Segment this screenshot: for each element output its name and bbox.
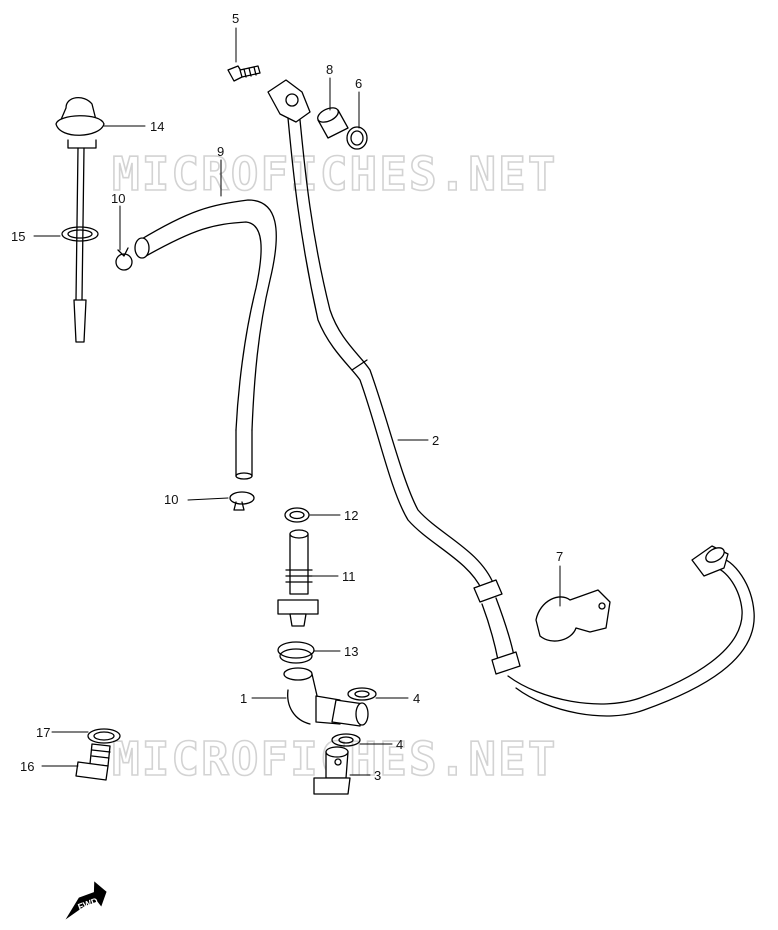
callout-17: 17 bbox=[36, 725, 50, 740]
callout-7: 7 bbox=[556, 549, 563, 564]
callout-16: 16 bbox=[20, 759, 34, 774]
part-14-dipstick bbox=[55, 97, 105, 343]
callout-10-upper: 10 bbox=[111, 191, 125, 206]
callout-3: 3 bbox=[374, 768, 381, 783]
part-15-o-ring bbox=[61, 226, 99, 242]
callout-8: 8 bbox=[326, 62, 333, 77]
callout-12: 12 bbox=[344, 508, 358, 523]
part-17-washer bbox=[87, 728, 121, 744]
part-9-breather-hose bbox=[134, 199, 277, 480]
part-8-sleeve bbox=[317, 107, 349, 139]
part-7-clamp-bracket bbox=[535, 589, 611, 642]
part-6-o-ring bbox=[346, 126, 368, 150]
callout-15: 15 bbox=[11, 229, 25, 244]
part-10-clip-lower bbox=[229, 491, 255, 511]
callout-9: 9 bbox=[217, 144, 224, 159]
part-4-washer-lower bbox=[331, 733, 361, 747]
leader-lines bbox=[33, 27, 561, 776]
part-5-bolt bbox=[227, 65, 261, 82]
callout-10-lower: 10 bbox=[164, 492, 178, 507]
callout-5: 5 bbox=[232, 11, 239, 26]
callout-4-lower: 4 bbox=[396, 737, 403, 752]
part-1-elbow-hose bbox=[283, 667, 369, 727]
callout-1: 1 bbox=[240, 691, 247, 706]
callout-14: 14 bbox=[150, 119, 164, 134]
callout-4-upper: 4 bbox=[413, 691, 420, 706]
fwd-arrow-icon: FWD bbox=[65, 881, 107, 920]
callout-2: 2 bbox=[432, 433, 439, 448]
part-10-clip-upper bbox=[115, 247, 133, 271]
callout-11: 11 bbox=[342, 569, 356, 584]
watermark-top: MICROFICHES.NET bbox=[112, 147, 557, 201]
part-12-gasket bbox=[284, 507, 310, 523]
part-13-hose-clamp bbox=[277, 641, 315, 664]
part-4-washer-upper bbox=[347, 687, 377, 701]
part-16-drain-bolt bbox=[75, 743, 111, 781]
part-2-oil-hose bbox=[267, 79, 755, 717]
callout-13: 13 bbox=[344, 644, 358, 659]
part-11-union-bolt bbox=[277, 529, 319, 627]
part-3-union-bolt bbox=[313, 746, 351, 795]
callout-6: 6 bbox=[355, 76, 362, 91]
